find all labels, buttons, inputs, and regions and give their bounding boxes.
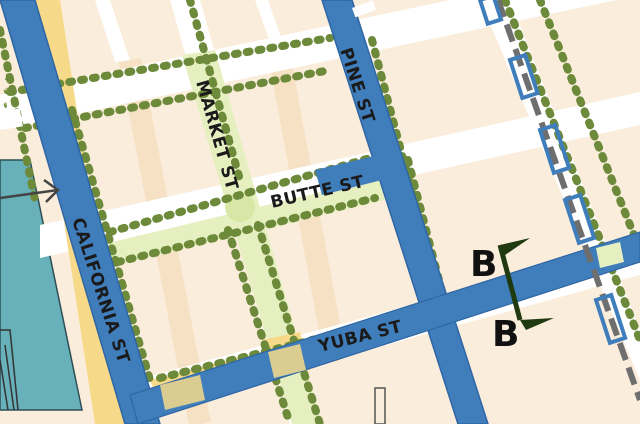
direction-arrow-icon xyxy=(0,178,60,203)
section-cut-line xyxy=(497,244,523,321)
small-building xyxy=(374,387,386,424)
rail-buildings xyxy=(477,0,628,346)
butte-st-bike-segment[interactable] xyxy=(315,150,406,195)
section-cut-arrow-top-icon xyxy=(500,238,530,255)
section-cut-marker[interactable]: B B xyxy=(470,238,554,355)
section-label-top: B xyxy=(470,244,497,285)
yuba-st-road[interactable] xyxy=(129,231,640,424)
building-lines xyxy=(0,329,19,411)
section-cut-arrow-bottom-icon xyxy=(520,318,554,330)
market-butte-plaza xyxy=(225,192,255,222)
section-label-bottom: B xyxy=(492,314,519,355)
water-area xyxy=(0,160,82,410)
california-st-road[interactable] xyxy=(0,0,161,424)
